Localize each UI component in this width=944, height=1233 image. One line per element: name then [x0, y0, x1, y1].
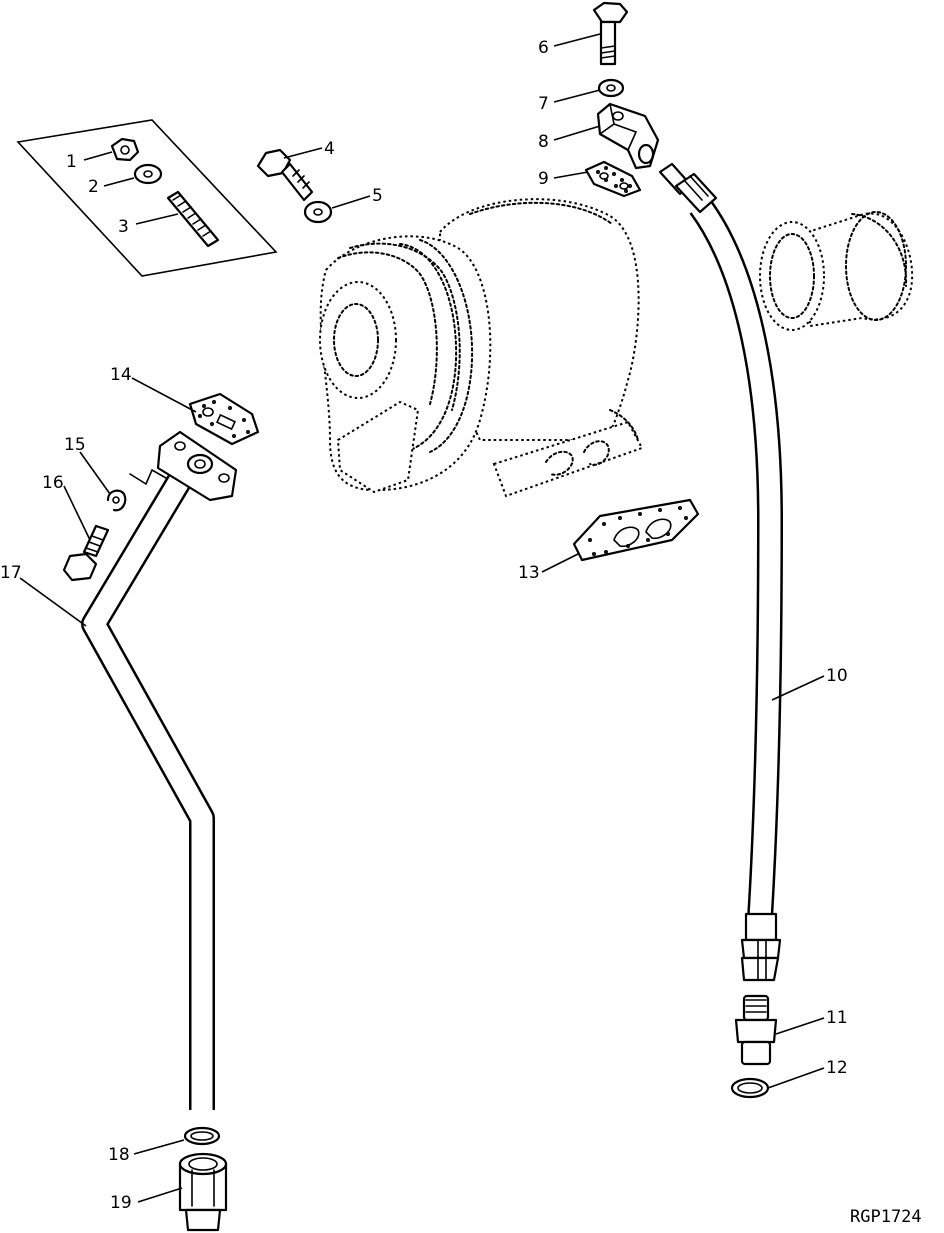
callout-3: 3 — [118, 217, 129, 237]
callout-16: 16 — [42, 473, 64, 493]
part-8-inlet-fitting — [596, 102, 660, 170]
part-18-o-ring — [183, 1126, 221, 1146]
callout-17: 17 — [0, 563, 22, 583]
part-16-cap-screw — [62, 524, 110, 582]
callout-1: 1 — [66, 152, 77, 172]
inset-border — [16, 119, 278, 277]
part-5-washer — [303, 200, 333, 224]
callout-2: 2 — [88, 177, 99, 197]
part-6-cap-screw — [592, 1, 629, 66]
callout-10: 10 — [826, 666, 848, 686]
part-2-washer — [133, 163, 163, 185]
callout-labels: 1 2 3 4 5 6 7 8 9 10 11 12 13 14 15 16 1… — [0, 38, 922, 1227]
callout-4: 4 — [324, 139, 335, 159]
part-7-lock-washer — [597, 78, 625, 98]
callout-14: 14 — [110, 365, 132, 385]
callout-19: 19 — [110, 1193, 132, 1213]
part-10-oil-supply-hose — [658, 162, 784, 982]
part-11-adapter — [734, 994, 778, 1066]
part-19-connector — [178, 1152, 228, 1232]
leader-lines — [19, 33, 825, 1203]
part-12-o-ring — [730, 1077, 770, 1099]
callout-9: 9 — [538, 169, 549, 189]
callout-12: 12 — [826, 1058, 848, 1078]
callout-5: 5 — [372, 186, 383, 206]
air-intake-phantom — [759, 211, 914, 331]
callout-6: 6 — [538, 38, 549, 58]
hardware-inset — [16, 119, 278, 277]
part-4-cap-screw — [256, 148, 314, 202]
turbocharger-phantom — [319, 198, 644, 498]
callout-15: 15 — [64, 435, 86, 455]
callout-7: 7 — [538, 94, 549, 114]
part-14-gasket — [188, 392, 260, 446]
part-9-gasket — [584, 160, 642, 198]
part-17-oil-drain-tube — [81, 430, 238, 1110]
part-15-lock-washer — [106, 489, 127, 512]
callout-18: 18 — [108, 1145, 130, 1165]
callout-8: 8 — [538, 132, 549, 152]
part-1-nut — [110, 137, 140, 162]
part-13-gasket — [572, 498, 700, 562]
part-3-stud — [166, 190, 220, 248]
callout-11: 11 — [826, 1008, 848, 1028]
callout-13: 13 — [518, 563, 540, 583]
figure-id: RGP1724 — [850, 1207, 922, 1227]
